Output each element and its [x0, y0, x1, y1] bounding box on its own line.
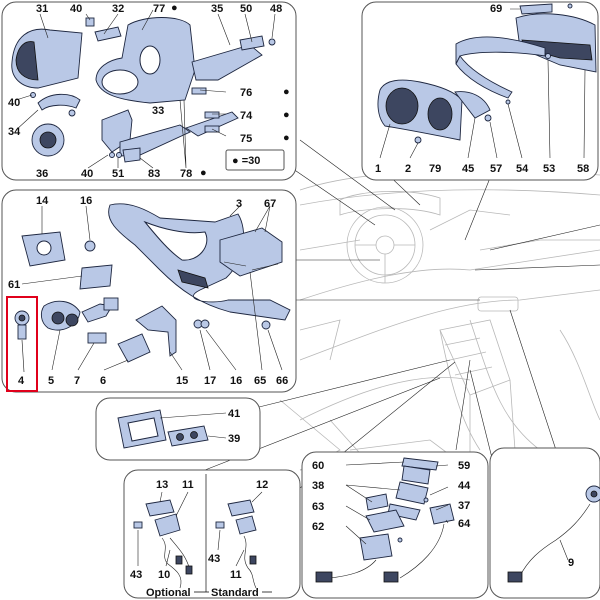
- bullet-mark: ●: [283, 109, 290, 121]
- part-label: 63: [312, 501, 324, 513]
- panel-top-left: [1, 1, 297, 181]
- top-right-labels: 69 1 2 79 45 57 54 53 58: [375, 3, 589, 175]
- bullet-mark: ●: [171, 2, 178, 14]
- highlighted-part-4: [6, 296, 38, 392]
- panel-middle-small: [95, 397, 261, 461]
- part-label: 44: [458, 480, 471, 492]
- part-label: 16: [230, 375, 242, 387]
- part-label: 75: [240, 133, 252, 145]
- panel-bottom-right: [489, 447, 600, 599]
- part-label: 45: [462, 163, 474, 175]
- standard-label: Standard: [211, 587, 259, 599]
- part-label: 17: [204, 375, 216, 387]
- part-label: 50: [240, 3, 252, 15]
- part-label: 7: [74, 375, 80, 387]
- part-label: 53: [543, 163, 555, 175]
- part-label: 33: [152, 105, 164, 117]
- bullet-mark: ●: [283, 132, 290, 144]
- part-label: 62: [312, 521, 324, 533]
- part-label: 59: [458, 460, 470, 472]
- panel-bottom-left: [123, 469, 301, 599]
- part-label: 66: [276, 375, 288, 387]
- part-label: 58: [577, 163, 589, 175]
- part-label: 12: [256, 479, 268, 491]
- part-label: 36: [36, 168, 48, 180]
- part-label: 57: [490, 163, 502, 175]
- part-label: 54: [516, 163, 529, 175]
- part-label: 64: [458, 518, 471, 530]
- part-label: 11: [230, 569, 242, 581]
- part-label: 67: [264, 198, 276, 210]
- part-label: 3: [236, 198, 242, 210]
- bottom-right-labels: 9: [568, 557, 574, 569]
- part-label: 51: [112, 168, 124, 180]
- part-label: 11: [182, 479, 194, 491]
- bullet-mark: ●: [200, 167, 207, 179]
- panel-bottom-center: [301, 451, 489, 599]
- part-label: 61: [8, 279, 20, 291]
- part-label: 83: [148, 168, 160, 180]
- part-label: 65: [254, 375, 266, 387]
- part-label: 77: [153, 3, 165, 15]
- top-left-labels: 31 40 32 77 35 50 48 40 34 33 76 74 75 3…: [8, 2, 290, 180]
- part-label: 32: [112, 3, 124, 15]
- bottom-center-labels: 60 59 38 44 37 63 64 62: [312, 460, 471, 533]
- part-label: 15: [176, 375, 188, 387]
- part-label: 14: [36, 195, 49, 207]
- part-label: 41: [228, 408, 240, 420]
- highlight-box: [6, 296, 38, 392]
- part-label: 34: [8, 126, 21, 138]
- bottom-left-labels: 13 11 12 43 10 43 11 Optional Standard: [130, 479, 272, 599]
- part-label: 76: [240, 87, 252, 99]
- part-label: 39: [228, 433, 240, 445]
- part-label: 43: [208, 553, 220, 565]
- part-label: 38: [312, 480, 324, 492]
- panel-top-right: [361, 1, 599, 181]
- fastener-legend: ● =30: [232, 155, 260, 167]
- middle-small-labels: 41 39: [228, 408, 240, 445]
- part-label: 4: [18, 375, 25, 387]
- part-label: 78: [180, 168, 192, 180]
- part-label: 74: [240, 110, 253, 122]
- part-label: 2: [405, 163, 411, 175]
- part-label: 1: [375, 163, 381, 175]
- part-label: 10: [158, 569, 170, 581]
- part-label: 40: [8, 97, 20, 109]
- part-label: 48: [270, 3, 282, 15]
- part-label: 6: [100, 375, 106, 387]
- bullet-mark: ●: [283, 86, 290, 98]
- part-label: 79: [429, 163, 441, 175]
- part-label: 16: [80, 195, 92, 207]
- part-label: 60: [312, 460, 324, 472]
- part-label: 31: [36, 3, 48, 15]
- part-label: 35: [211, 3, 223, 15]
- part-label: 40: [70, 3, 82, 15]
- panel-middle-left: [1, 189, 297, 393]
- part-label: 40: [81, 168, 93, 180]
- middle-left-labels: 14 16 3 67 61 4 5 7 6 15 17 16 65 66: [8, 195, 288, 387]
- part-label: 37: [458, 500, 470, 512]
- optional-label: Optional: [146, 587, 191, 599]
- part-label: 5: [48, 375, 54, 387]
- part-label: 13: [156, 479, 168, 491]
- part-label: 43: [130, 569, 142, 581]
- part-label: 69: [490, 3, 502, 15]
- part-label: 9: [568, 557, 574, 569]
